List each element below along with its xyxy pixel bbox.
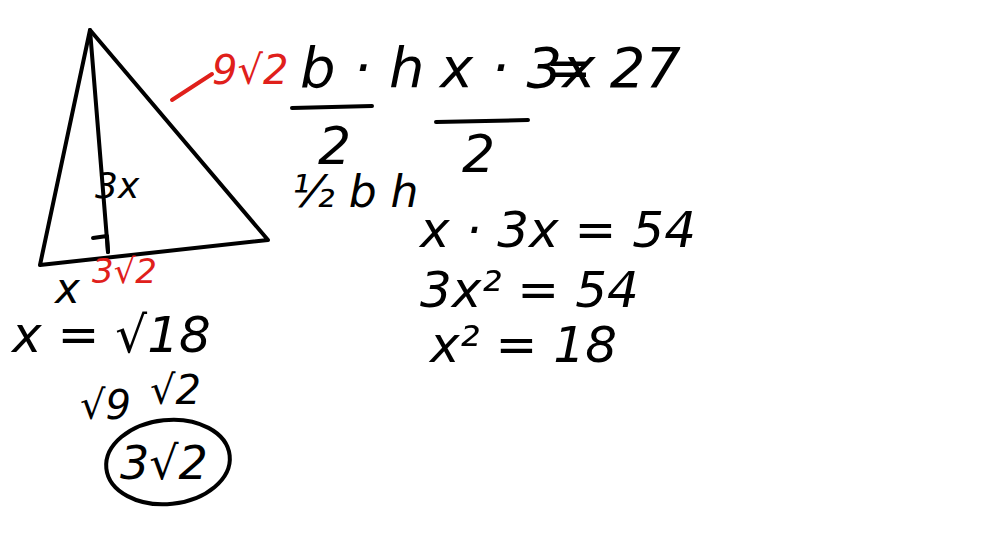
denominator: 2 [318, 120, 351, 172]
fraction-bar [436, 120, 528, 122]
side-label: x [55, 268, 80, 310]
side-label: 3√2 [92, 254, 157, 288]
answer-circle [102, 414, 234, 511]
equation-text: = 27 [545, 40, 681, 96]
answer-text: 3√2 [120, 440, 208, 486]
equation-text: x = √18 [12, 310, 211, 360]
radical-text: √2 [150, 370, 201, 410]
fraction-bar [292, 106, 372, 108]
formula-text: b · h [300, 40, 424, 96]
denominator: 2 [462, 128, 495, 180]
equation-text: x² = 18 [430, 320, 617, 370]
formula-text: ½ b h [292, 170, 418, 214]
side-label: 3x [95, 168, 139, 204]
right-angle-mark [93, 236, 108, 252]
side-label: 9√2 [212, 50, 288, 90]
equation-text: x · 3x = 54 [420, 205, 696, 255]
radical-text: √9 [80, 385, 131, 425]
altitude-line [90, 30, 108, 252]
equation-text: 3x² = 54 [420, 265, 639, 315]
leader-line [172, 74, 212, 100]
